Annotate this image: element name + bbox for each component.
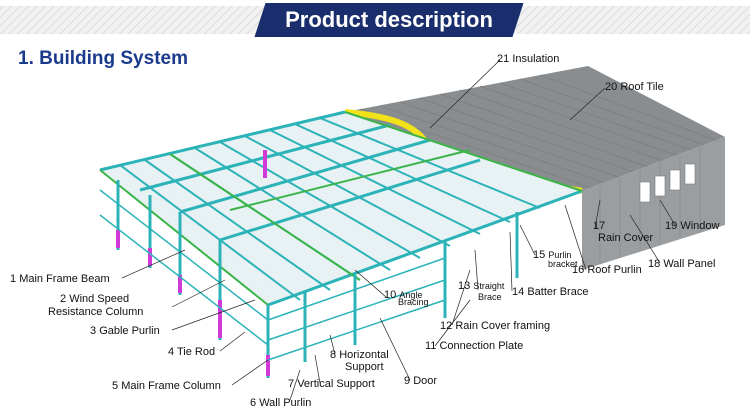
label-brace: Brace xyxy=(478,292,502,302)
roof-tile-panel xyxy=(345,66,725,191)
roof-tile-ridges xyxy=(359,74,719,191)
label-main-frame-beam: 1 Main Frame Beam xyxy=(10,273,110,285)
label-main-frame-column: 5 Main Frame Column xyxy=(112,380,221,392)
label-purlin: 15 Purlin xyxy=(533,249,571,261)
label-batter-brace: 14 Batter Brace xyxy=(512,286,588,298)
label-wind-speed: 2 Wind Speed xyxy=(60,293,129,305)
label-window: 19 Window xyxy=(665,220,719,232)
label-gable-purlin: 3 Gable Purlin xyxy=(90,325,160,337)
label-wall-panel: 18 Wall Panel xyxy=(648,258,715,270)
label-tie-rod: 4 Tie Rod xyxy=(168,346,215,358)
label-straight: 13 Straight xyxy=(458,280,505,292)
angle-bracing xyxy=(99,111,583,306)
label-rain-cover-num: 17 xyxy=(593,220,605,232)
label-support: Support xyxy=(345,361,384,373)
section-title: 1. Building System xyxy=(18,48,188,69)
label-roof-purlin: 16 Roof Purlin xyxy=(572,264,642,276)
wall-purlins xyxy=(99,189,446,361)
leader-lines xyxy=(121,59,676,401)
banner-title: Product description xyxy=(285,7,493,32)
label-wall-purlin: 6 Wall Purlin xyxy=(250,397,311,409)
label-insulation: 21 Insulation xyxy=(497,53,559,65)
label-angle: 10 Angle xyxy=(384,289,422,301)
label-connection-plate: 11 Connection Plate xyxy=(425,340,523,352)
label-vertical-support: 7 Vertical Support xyxy=(288,378,375,390)
label-resistance-column: Resistance Column xyxy=(48,306,143,318)
window-icon xyxy=(639,163,696,203)
label-rain-cover-framing: 12 Rain Cover framing xyxy=(440,320,550,332)
label-horizontal: 8 Horizontal xyxy=(330,349,389,361)
label-purlin-bracket: bracket xyxy=(548,259,578,269)
label-door: 9 Door xyxy=(404,375,437,387)
roof-purlins xyxy=(119,117,541,301)
label-rain-cover: Rain Cover xyxy=(598,232,653,244)
label-roof-tile: 20 Roof Tile xyxy=(605,81,664,93)
column-accent-marks xyxy=(116,150,270,376)
label-bracing: Bracing xyxy=(398,297,429,307)
